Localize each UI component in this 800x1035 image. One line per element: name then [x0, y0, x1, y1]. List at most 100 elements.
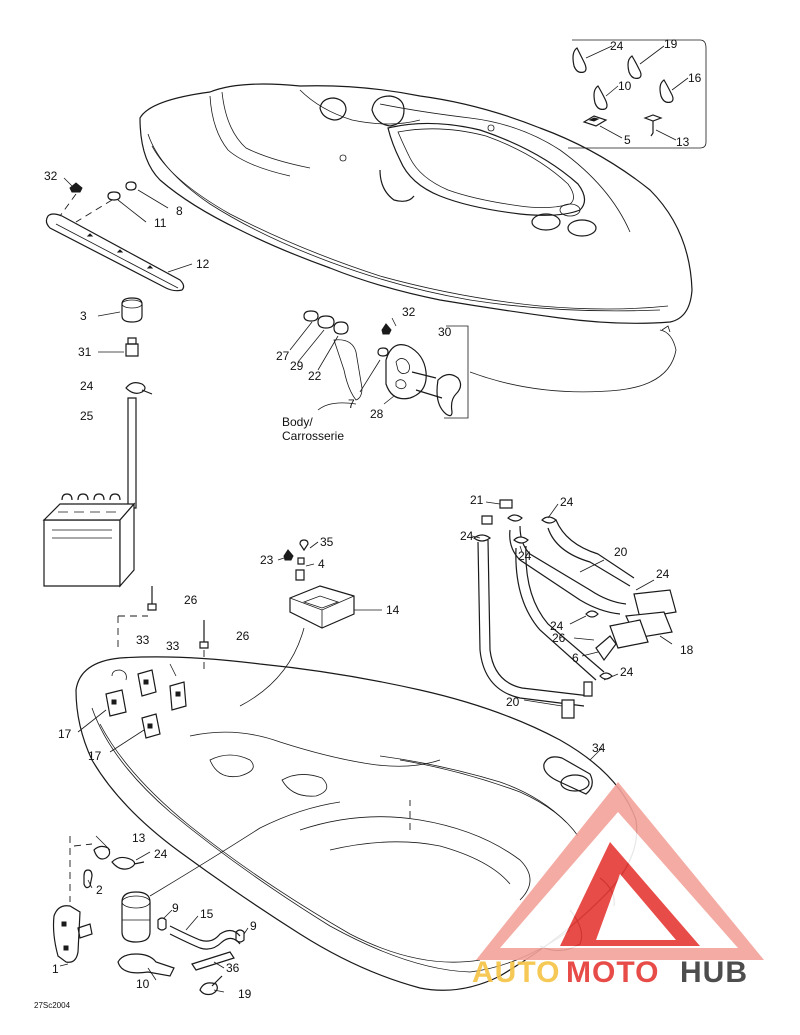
- callout-30: 30: [438, 325, 452, 339]
- hose-clip-icon: [125, 382, 153, 395]
- callout-14: 14: [386, 603, 400, 617]
- valve-icon: [633, 589, 677, 619]
- callout-9b: 9: [250, 919, 257, 933]
- lower-left-hardware: [52, 801, 341, 996]
- cable-tie-icon: [191, 951, 235, 971]
- callout-17b: 17: [88, 749, 102, 763]
- callout-24h: 24: [620, 665, 634, 679]
- hose-clip-icon: [659, 79, 674, 103]
- battery-assembly: [42, 297, 153, 588]
- body-label-line1: Body/: [282, 415, 313, 429]
- rubber-bumper-icon: [121, 297, 143, 323]
- callout-32b: 32: [402, 305, 416, 319]
- rail-assembly: [45, 177, 193, 292]
- cap-nut-icon: [283, 549, 294, 561]
- fastener-inset: [568, 39, 707, 149]
- callout-24e: 24: [518, 549, 532, 563]
- washer-icon: [333, 321, 349, 335]
- callout-24f: 24: [656, 567, 670, 581]
- callout-17a: 17: [58, 727, 72, 741]
- callout-11: 11: [154, 216, 167, 230]
- hose-clip-icon: [199, 975, 223, 996]
- callout-5: 5: [624, 133, 631, 147]
- callout-10a: 10: [618, 79, 632, 93]
- callout-25: 25: [80, 409, 94, 423]
- callout-13b: 13: [132, 831, 146, 845]
- callout-33b: 33: [166, 639, 180, 653]
- body-bracket-group: [289, 310, 469, 419]
- callout-10b: 10: [136, 977, 150, 991]
- nut-icon: [303, 310, 319, 322]
- bracket-icon: [385, 344, 427, 400]
- hose-assembly: [471, 499, 677, 719]
- callout-1: 1: [52, 962, 59, 976]
- hose-clip-icon: [572, 47, 587, 73]
- hose-clip-icon: [627, 55, 642, 79]
- screw-icon: [93, 845, 111, 860]
- triangle-logo-icon: [476, 782, 764, 960]
- callout-12: 12: [196, 257, 210, 271]
- vent-tube-icon: [127, 397, 137, 509]
- hose-clip-icon: [111, 856, 145, 870]
- watermark-logo: AUTO MOTO HUB: [472, 782, 764, 989]
- callout-15: 15: [200, 907, 214, 921]
- callout-28: 28: [370, 407, 384, 421]
- bilge-pump-icon: [121, 891, 151, 943]
- mount-plate-icon: [289, 585, 355, 629]
- callout-18: 18: [680, 643, 694, 657]
- watermark-hub: HUB: [680, 956, 748, 989]
- callout-22: 22: [308, 369, 322, 383]
- callout-13a: 13: [676, 135, 690, 149]
- reference-code: 27Sc2004: [34, 1001, 71, 1010]
- callout-24a: 24: [610, 39, 624, 53]
- upper-body-drawing: [139, 83, 693, 393]
- callout-24i: 24: [154, 847, 168, 861]
- callout-32a: 32: [44, 169, 58, 183]
- washer-icon: [125, 181, 137, 191]
- callout-27: 27: [276, 349, 290, 363]
- callout-24g: 24: [550, 619, 564, 633]
- callout-23: 23: [260, 553, 274, 567]
- callout-20a: 20: [614, 545, 628, 559]
- callout-16: 16: [688, 71, 702, 85]
- callout-33a: 33: [136, 633, 150, 647]
- callout-19b: 19: [238, 987, 252, 1001]
- callout-labels: 1 2 3 4 5 6 7 8 9 9 10 10 11 12 13 13 14…: [34, 37, 702, 1010]
- callout-26a: 26: [184, 593, 198, 607]
- watermark-auto: AUTO: [472, 956, 560, 989]
- callout-2: 2: [96, 883, 103, 897]
- hose-clip-icon: [593, 85, 608, 110]
- callout-24d: 24: [460, 529, 474, 543]
- rub-rail-icon: [45, 213, 185, 292]
- washer-icon: [317, 315, 335, 329]
- mount-plate-group: [239, 539, 382, 707]
- callout-8: 8: [176, 204, 183, 218]
- callout-19a: 19: [664, 37, 678, 51]
- cap-nut-icon: [69, 182, 83, 193]
- callout-24c: 24: [560, 495, 574, 509]
- callout-4: 4: [318, 557, 325, 571]
- washer-icon: [107, 191, 121, 201]
- screw-icon: [643, 114, 663, 122]
- callout-35: 35: [320, 535, 334, 549]
- callout-7: 7: [348, 397, 355, 411]
- callout-29: 29: [290, 359, 304, 373]
- callout-26c: 26: [552, 631, 566, 645]
- watermark-moto: MOTO: [566, 956, 659, 989]
- bracket-icon: [52, 905, 81, 963]
- callout-24b: 24: [80, 379, 94, 393]
- callout-36: 36: [226, 961, 240, 975]
- callout-9a: 9: [172, 901, 179, 915]
- callout-6: 6: [572, 651, 579, 665]
- callout-31: 31: [78, 345, 92, 359]
- body-label-line2: Carrosserie: [282, 429, 344, 443]
- callout-26b: 26: [236, 629, 250, 643]
- callout-21: 21: [470, 493, 484, 507]
- callout-3: 3: [80, 309, 87, 323]
- post-icon: [125, 343, 139, 357]
- callout-20b: 20: [506, 695, 520, 709]
- cap-nut-icon: [381, 323, 392, 335]
- callout-34: 34: [592, 741, 606, 755]
